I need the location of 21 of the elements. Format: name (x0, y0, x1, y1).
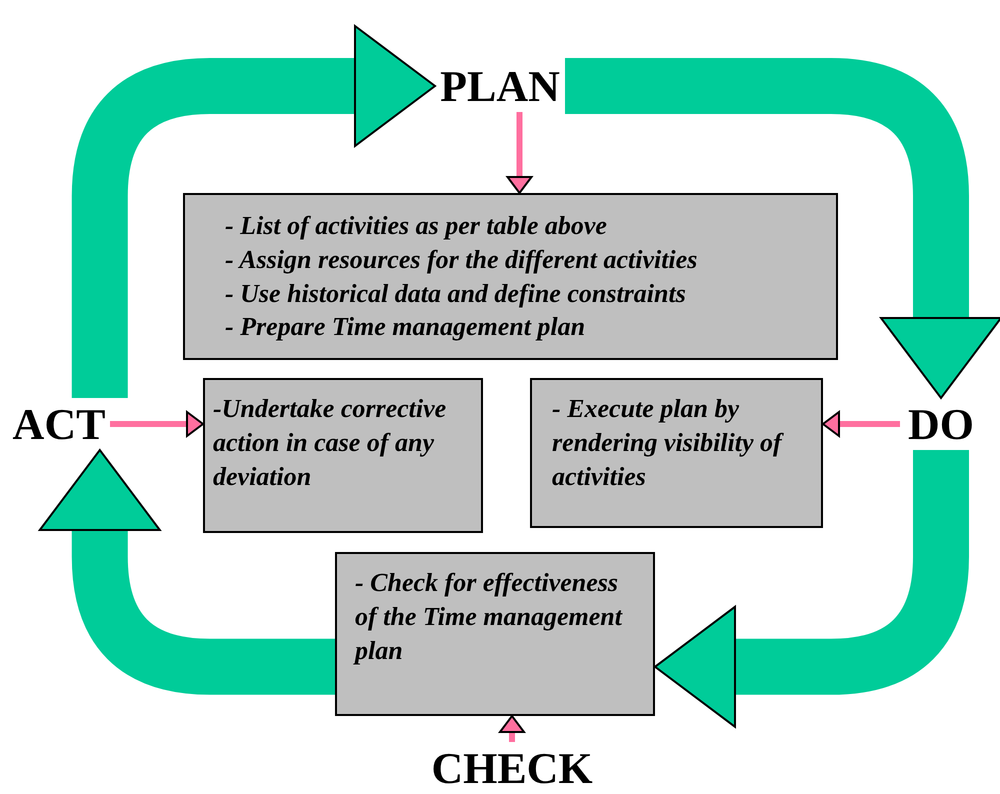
arrow (499, 715, 525, 742)
stage-label: DO (908, 398, 974, 450)
arrow (506, 112, 532, 194)
activity-box (183, 193, 838, 360)
activity-box (335, 552, 655, 716)
block-arrow (654, 450, 969, 728)
block-arrow (565, 58, 1000, 399)
activity-box (530, 378, 823, 528)
stage-label: ACT (12, 398, 106, 450)
stage-label: PLAN (440, 60, 560, 112)
activity-text: - Check for effectiveness of the Time management plan (355, 567, 624, 667)
activity-text: -Undertake corrective action in case of any deviation (213, 393, 448, 493)
arrow (822, 411, 900, 437)
activity-text: - List of activities as per table above (225, 210, 608, 242)
activity-text: - Execute plan by rendering visibility of activities (552, 393, 785, 493)
arrow (110, 411, 204, 437)
activity-text: - Prepare Time management plan (225, 311, 586, 344)
activity-text: - Use historical data and define constraints (225, 278, 687, 310)
activity-text: - Assign resources for the different activities (225, 244, 698, 276)
stage-label: CHECK (431, 742, 593, 794)
activity-box (203, 378, 483, 533)
